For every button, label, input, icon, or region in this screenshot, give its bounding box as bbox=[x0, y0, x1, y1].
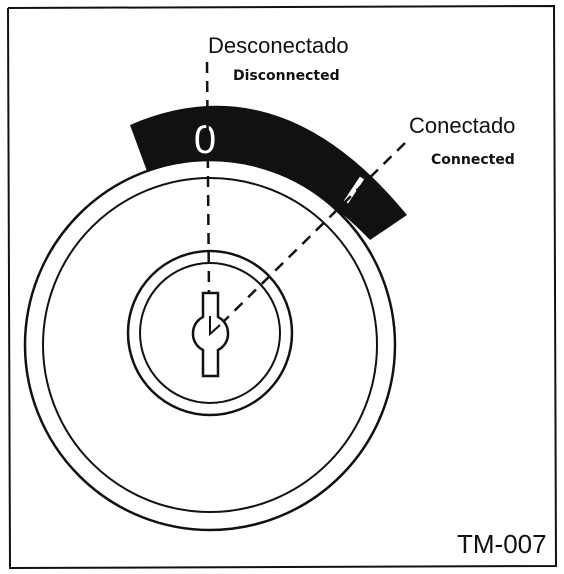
off-position-mark: 0 bbox=[194, 118, 216, 162]
frame-border bbox=[7, 4, 558, 570]
on-label-spanish: Conectado bbox=[409, 113, 515, 138]
on-leader-line bbox=[221, 142, 406, 324]
off-label-spanish: Desconectado bbox=[208, 33, 349, 58]
figure-code: TM-007 bbox=[457, 529, 547, 559]
on-label-english: Connected bbox=[431, 152, 515, 168]
key-pointer bbox=[209, 316, 221, 337]
position-scale-band bbox=[130, 105, 407, 240]
off-leader-line bbox=[205, 61, 211, 296]
off-label-english: Disconnected bbox=[233, 68, 340, 84]
